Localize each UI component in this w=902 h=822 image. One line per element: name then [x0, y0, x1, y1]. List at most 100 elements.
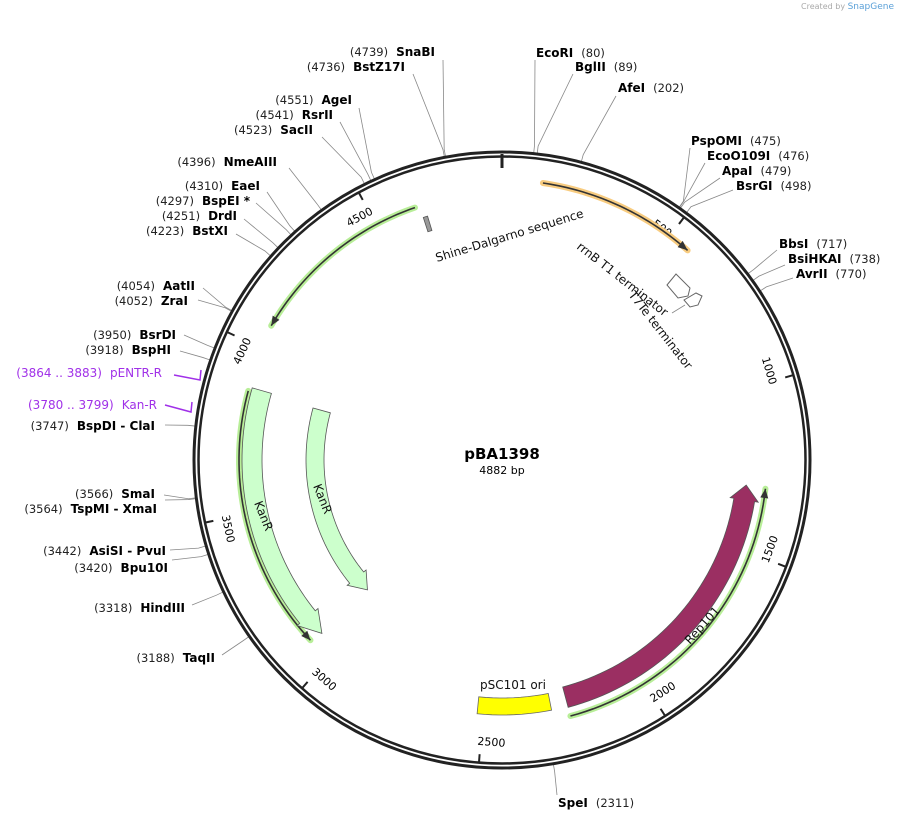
enzyme-label[interactable]: (4054)AatII	[117, 279, 195, 293]
t7te-terminator-feature[interactable]	[683, 292, 703, 308]
tick-label: 1500	[759, 534, 781, 565]
green-feature-arrow-left[interactable]	[238, 390, 312, 641]
enzyme-label[interactable]: EcoO109I (476)	[707, 149, 809, 163]
enzyme-leader-line	[581, 95, 617, 162]
backbone-outer	[192, 150, 812, 770]
enzyme-label[interactable]: (3950)BsrDI	[93, 328, 176, 342]
rrnb-terminator-feature[interactable]	[666, 273, 691, 299]
enzyme-leader-line	[536, 73, 574, 154]
orange-feature-arrow-arrowhead	[677, 240, 688, 251]
green-feature-arrow-top-arrowhead	[271, 315, 280, 326]
enzyme-name: TaqII	[183, 651, 215, 665]
enzyme-name: BbsI	[779, 237, 808, 251]
enzyme-label[interactable]: (4396)NmeAIII	[177, 155, 277, 169]
enzyme-leader-line	[679, 147, 691, 208]
enzyme-label[interactable]: (3747)BspDI - ClaI	[31, 419, 155, 433]
primer-range: (3780 .. 3799)	[28, 398, 114, 412]
enzyme-name: HindIII	[140, 601, 185, 615]
orange-feature-arrow[interactable]	[542, 182, 689, 251]
green-feature-arrow-top[interactable]	[270, 206, 416, 327]
enzyme-pos: (476)	[778, 149, 809, 163]
enzyme-pos: (3442)	[43, 544, 81, 558]
tick-mark	[659, 708, 666, 717]
enzyme-label[interactable]: (3188)TaqII	[136, 651, 215, 665]
enzyme-leader-line	[183, 334, 215, 349]
primer-label[interactable]: (3780 .. 3799)Kan-R	[28, 398, 157, 412]
enzyme-label[interactable]: BbsI (717)	[779, 237, 847, 251]
enzyme-pos: (4054)	[117, 279, 155, 293]
enzyme-pos: (4223)	[146, 224, 184, 238]
feature-label-rrnb: rrnB T1 terminator	[574, 239, 671, 319]
psc101-ori-feature[interactable]	[476, 692, 553, 716]
tick-mark	[226, 331, 235, 337]
enzyme-pos: (4310)	[185, 179, 223, 193]
enzyme-label[interactable]: ApaI(479)	[722, 164, 791, 178]
primer-marker	[164, 401, 193, 413]
enzyme-label[interactable]: (3442)AsiSI - PvuI	[43, 544, 166, 558]
enzyme-pos: (4541)	[256, 108, 294, 122]
enzyme-label[interactable]: (4251) DrdI	[162, 209, 237, 223]
enzyme-label[interactable]: (4523)SacII	[234, 123, 313, 137]
enzyme-label[interactable]: (4541)RsrII	[256, 108, 333, 122]
enzyme-name: DrdI	[208, 209, 237, 223]
enzyme-label[interactable]: AvrII(770)	[796, 267, 866, 281]
enzyme-label[interactable]: (4551)AgeI	[275, 93, 352, 107]
enzyme-pos: (89)	[614, 60, 638, 74]
enzyme-label[interactable]: BsiHKAI(738)	[788, 252, 880, 266]
kanr-arrow-outer[interactable]	[241, 387, 323, 634]
enzyme-label[interactable]: (3566)SmaI	[75, 487, 155, 501]
enzyme-name: BspDI - ClaI	[77, 419, 155, 433]
enzyme-pos: (4523)	[234, 123, 272, 137]
enzyme-pos: (3564)	[24, 502, 62, 516]
enzyme-name: EcoO109I	[707, 149, 770, 163]
tick-mark	[478, 754, 481, 763]
rep101-arrow[interactable]	[562, 484, 760, 708]
enzyme-leader-line	[321, 136, 365, 184]
feature-label-shine-dalgarno: Shine-Dalgarno sequence	[434, 206, 585, 264]
enzyme-label[interactable]: (3918)BspHI	[85, 343, 171, 357]
green-feature-arrow-left-arrowhead	[301, 630, 311, 641]
tick-label: 3500	[219, 514, 237, 544]
enzyme-label[interactable]: (4052)ZraI	[115, 294, 188, 308]
enzyme-label[interactable]: SpeI(2311)	[558, 796, 634, 810]
enzyme-label[interactable]: (4297)BspEI *	[156, 194, 251, 208]
enzyme-label[interactable]: EcoRI(80)	[536, 46, 605, 60]
enzyme-name: PspOMI	[691, 134, 742, 148]
enzyme-pos: (717)	[816, 237, 847, 251]
enzyme-label[interactable]: (4310)EaeI	[185, 179, 260, 193]
enzyme-pos: (202)	[653, 81, 684, 95]
green-feature-arrow-right[interactable]	[570, 488, 767, 717]
primer-name: pENTR-R	[110, 366, 162, 380]
enzyme-name: AgeI	[322, 93, 352, 107]
shine-dalgarno-feature[interactable]	[422, 215, 433, 233]
enzyme-label[interactable]: (4223)BstXI	[146, 224, 228, 238]
kanr-arrow-inner[interactable]	[305, 407, 368, 591]
enzyme-label[interactable]: (4739)SnaBI	[350, 45, 435, 59]
enzyme-label[interactable]: (3420)Bpu10I	[74, 561, 168, 575]
enzyme-pos: (738)	[850, 252, 881, 266]
enzyme-name: BspHI	[132, 343, 171, 357]
enzyme-name: BstZ17I	[353, 60, 405, 74]
enzyme-leader-line	[169, 545, 206, 551]
enzyme-leader-line	[171, 554, 208, 561]
enzyme-leader-line	[442, 59, 446, 157]
enzyme-pos: (4251)	[162, 209, 200, 223]
enzyme-name: SmaI	[121, 487, 155, 501]
enzyme-name: EcoRI	[536, 46, 573, 60]
green-feature-arrow-right-arrowhead	[760, 488, 769, 499]
enzyme-label[interactable]: BglII(89)	[575, 60, 637, 74]
enzyme-name: BsrDI	[139, 328, 176, 342]
tick-mark	[358, 192, 364, 201]
primer-label[interactable]: (3864 .. 3883)pENTR-R	[16, 366, 162, 380]
enzyme-leader-line	[266, 191, 295, 232]
enzyme-label[interactable]: (4736)BstZ17I	[307, 60, 405, 74]
enzyme-label[interactable]: (3564)TspMI - XmaI	[24, 502, 157, 516]
feature-label-psc101: pSC101 ori	[480, 678, 546, 692]
enzyme-label[interactable]: (3318)HindIII	[94, 601, 185, 615]
enzyme-label[interactable]: AfeI(202)	[618, 81, 684, 95]
enzyme-leader-line	[288, 167, 322, 210]
enzyme-label[interactable]: BsrGI(498)	[736, 179, 811, 193]
tick-mark	[777, 562, 786, 568]
enzyme-label[interactable]: PspOMI(475)	[691, 134, 781, 148]
